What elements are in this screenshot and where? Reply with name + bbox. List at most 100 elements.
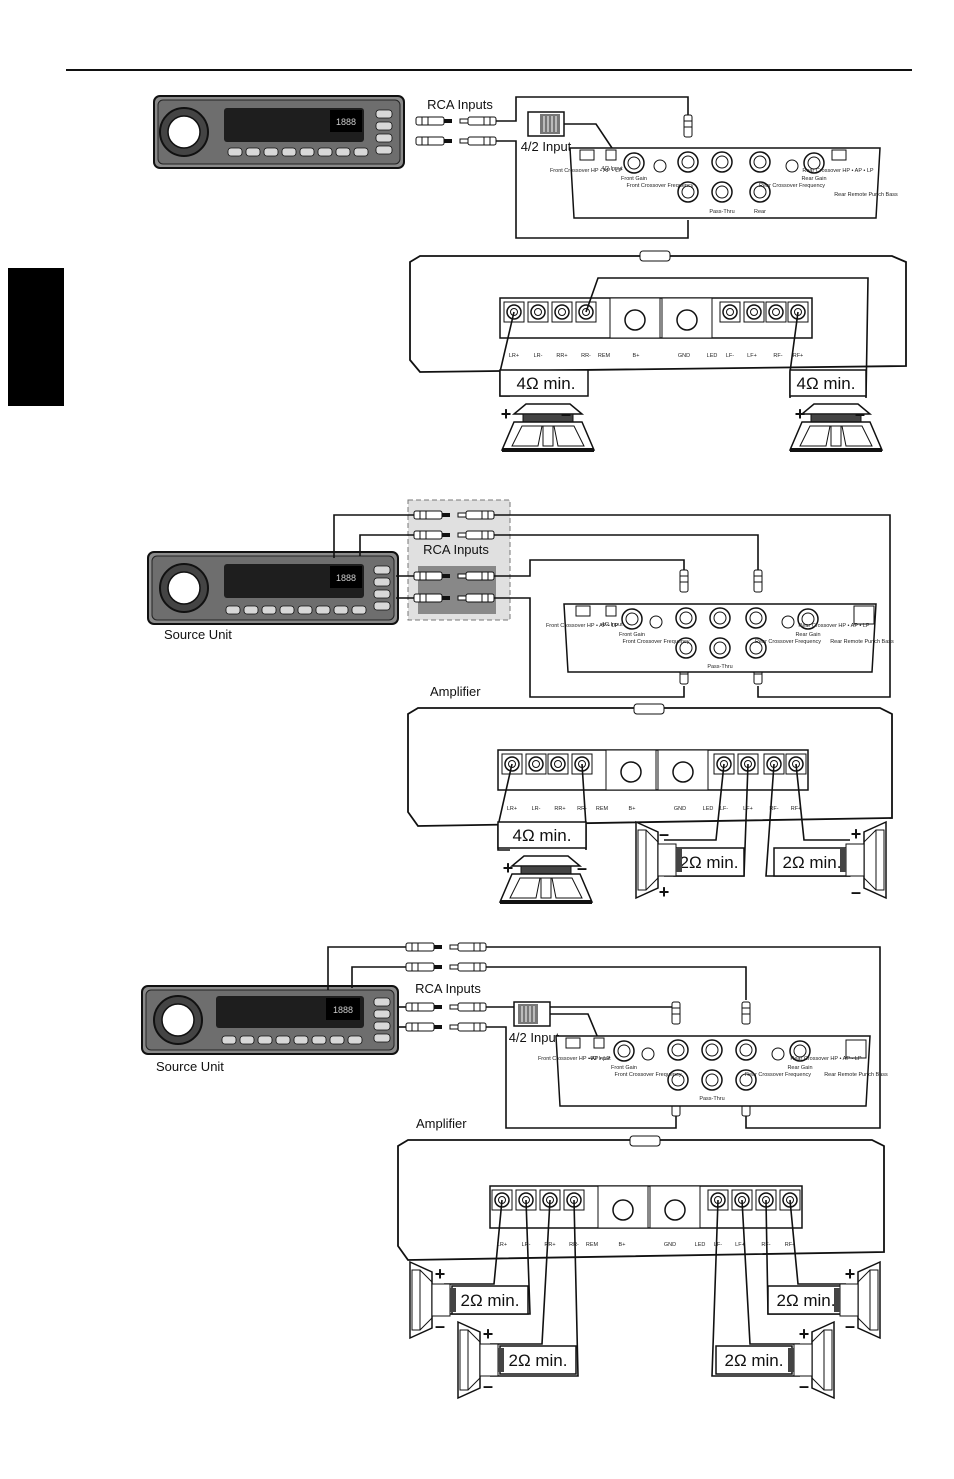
impedance-label: 4Ω min. (512, 826, 571, 845)
terminal-label: REM (586, 1242, 599, 1248)
impedance-label: 2Ω min. (776, 1291, 835, 1310)
terminal-label: GND (678, 353, 690, 359)
rca-jack-icon (621, 608, 643, 630)
rca-connector-icon (405, 962, 487, 972)
amp-panel-label: Rear Crossover HP • AP • LP (790, 1056, 862, 1062)
amp-panel-label: Front Gain (611, 1065, 637, 1071)
impedance-label: 2Ω min. (508, 1351, 567, 1370)
source-unit: 1888 (153, 95, 405, 169)
diagram-1: 1888 RCA Inputs 4/2 Input (153, 95, 907, 453)
rca-connector-icon (415, 116, 497, 126)
speaker-icon (834, 1262, 880, 1338)
impedance-label: 4Ω min. (796, 374, 855, 393)
terminal-label: RF+ (791, 806, 802, 812)
speaker-icon (457, 1321, 505, 1399)
terminal-icon (547, 753, 569, 775)
rca-jack-icon (735, 1039, 757, 1061)
polarity-plus: + (483, 1324, 494, 1344)
rca-jack-icon (745, 607, 767, 629)
terminal-icon (501, 753, 523, 775)
amp-panel-label: Rear Remote Punch Bass (830, 639, 894, 645)
diagram-3: RCA Inputs 1888 Source Unit (141, 942, 888, 1399)
impedance-label: 4Ω min. (516, 374, 575, 393)
terminal-labels-2: LR+ LR- RR+ RR- REM B+ GND LED LF- LF+ R… (507, 806, 801, 812)
polarity-minus: – (799, 1376, 809, 1396)
terminal-label: RR+ (544, 1242, 555, 1248)
amp-panel-label: Rear Crossover HP • AP • LP (802, 168, 874, 174)
amplifier-body (397, 1135, 885, 1261)
input-42-label: 4/2 Input (521, 139, 572, 154)
amp-panel-label: 4/2 Input (601, 166, 623, 172)
terminal-label: LF- (714, 1242, 722, 1248)
rca-plug-icon (679, 569, 689, 593)
terminal-label: GND (664, 1242, 676, 1248)
rca-jack-icon (711, 181, 733, 203)
terminal-icon (527, 301, 549, 323)
rca-inputs-label: RCA Inputs (423, 542, 489, 557)
source-unit-label: Source Unit (156, 1059, 224, 1074)
amplifier-top-panel: Front Crossover HP • AP • LP 4/2 Input F… (538, 1035, 888, 1107)
input-42-label: 4/2 Input (509, 1030, 560, 1045)
terminal-label: RR- (577, 806, 587, 812)
impedance-label: 2Ω min. (782, 853, 841, 872)
amp-panel-label: Front Gain (619, 632, 645, 638)
rca-jack-icon (701, 1039, 723, 1061)
rca-jack-icon (613, 1040, 635, 1062)
terminal-icon (765, 301, 787, 323)
terminal-label: B+ (629, 806, 636, 812)
amp-panel-label: Pass-Thru (709, 209, 734, 215)
terminal-label: LR+ (507, 806, 517, 812)
rca-inputs-label: RCA Inputs (415, 981, 481, 996)
polarity-plus: + (799, 1324, 810, 1344)
rca-inputs-label: RCA Inputs (427, 97, 493, 112)
rca-plug-icon (741, 1001, 751, 1025)
terminal-label: GND (674, 806, 686, 812)
rca-connector-icon (405, 1022, 487, 1032)
polarity-plus: + (503, 858, 514, 878)
speaker-icon (788, 1322, 834, 1398)
polarity-minus: – (561, 404, 571, 424)
amp-panel-label: Rear Gain (787, 1065, 812, 1071)
terminal-label: LED (703, 806, 714, 812)
polarity-minus: – (659, 824, 669, 844)
terminal-icon (525, 753, 547, 775)
rca-jack-icon (623, 152, 645, 174)
polarity-plus: + (659, 882, 670, 902)
terminal-label: RR+ (554, 806, 565, 812)
rca-plug-icon (671, 1001, 681, 1025)
terminal-label: LF+ (735, 1242, 745, 1248)
terminal-label: LR+ (497, 1242, 507, 1248)
impedance-label: 2Ω min. (460, 1291, 519, 1310)
terminal-label: LR+ (509, 353, 519, 359)
amp-panel-label: Pass-Thru (699, 1096, 724, 1102)
rca-plug-icon (753, 569, 763, 593)
amplifier-top-panel: Front Crossover HP • AP • LP 4/2 Input F… (550, 147, 898, 219)
amp-panel-label: Rear Crossover HP • AP • LP (798, 623, 870, 629)
amp-panel-label: Rear Gain (801, 176, 826, 182)
terminal-label: RR- (569, 1242, 579, 1248)
source-display: 1888 (336, 117, 356, 127)
terminal-label: RF+ (793, 353, 804, 359)
amp-panel-label: Pass-Thru (707, 664, 732, 670)
terminal-labels-1: LR+ LR- RR+ RR- REM B+ GND LED LF- LF+ R… (509, 353, 803, 359)
terminal-label: LED (695, 1242, 706, 1248)
amp-panel-label: Front Gain (621, 176, 647, 182)
rca-plug-icon (683, 114, 693, 138)
amp-panel-label: Front Crossover Frequency (623, 639, 690, 645)
terminal-label: LF- (726, 353, 734, 359)
rca-jack-icon (711, 151, 733, 173)
polarity-minus: – (483, 1376, 493, 1396)
amplifier-top-panel: Front Crossover HP • AP • LP 4/2 Input F… (546, 603, 894, 673)
rca-jack-icon (701, 1069, 723, 1091)
terminal-label: LF+ (743, 806, 753, 812)
amp-panel-label: Front Crossover HP • AP • LP (550, 168, 622, 174)
polarity-minus: – (435, 1316, 445, 1336)
amplifier-body (409, 250, 907, 373)
terminal-label: RF+ (785, 1242, 796, 1248)
rca-jack-icon (677, 151, 699, 173)
rca-jack-icon (709, 607, 731, 629)
rca-jack-icon (675, 607, 697, 629)
amp-panel-label: Front Crossover Frequency (627, 183, 694, 189)
